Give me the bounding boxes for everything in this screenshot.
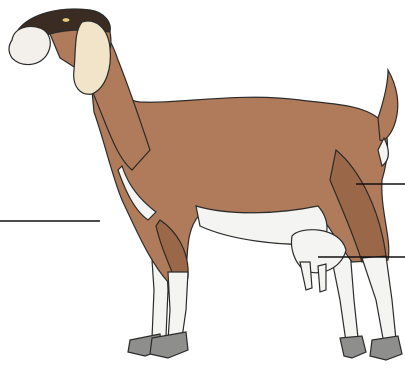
head (9, 9, 111, 94)
tail (378, 70, 398, 140)
